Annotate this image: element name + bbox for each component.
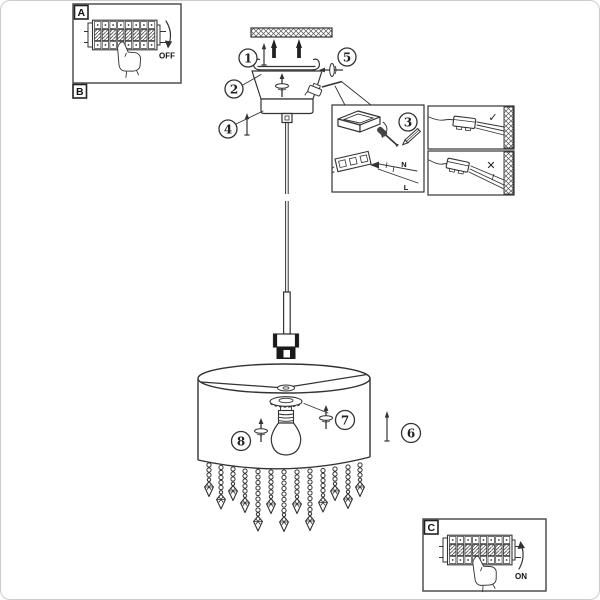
step-7-number: 7 (341, 413, 349, 427)
step-8-callout: 8 (230, 417, 269, 452)
crystal-chain (280, 470, 289, 532)
step-4-callout: 4 (218, 110, 264, 139)
label-c-text: C (428, 522, 436, 534)
bare-wire-tick (491, 173, 495, 181)
crystal-chain (344, 465, 353, 509)
crystal-chain (229, 467, 238, 501)
label-a-text: A (78, 7, 86, 19)
step-4-number: 4 (224, 122, 232, 136)
step-6-number: 6 (407, 426, 415, 440)
lamp-shade: 7 8 (197, 363, 371, 470)
screw-icon-8 (253, 417, 269, 443)
shade-hub-hole (282, 386, 290, 390)
ceiling-anchor-left (271, 39, 277, 58)
screw-icon-1 (260, 42, 268, 66)
no-tools-icon (377, 126, 422, 147)
suspension-wire (283, 122, 291, 335)
step-3-number: 3 (404, 115, 412, 129)
inset-c: C ON (422, 518, 547, 594)
crystal-chain (331, 467, 340, 501)
label-b-text: B (76, 86, 84, 98)
step-2-callout: 2 (224, 74, 262, 99)
shade-spokes (200, 373, 368, 392)
cross-mark: ✕ (486, 159, 495, 172)
terminal-cover (337, 110, 381, 133)
wire (476, 124, 505, 132)
off-arrow-head (164, 40, 173, 49)
wire (470, 165, 505, 181)
crystal-chain (356, 463, 365, 497)
leader-line (241, 74, 262, 86)
screw-icon-7 (318, 404, 334, 430)
wall-hatch (503, 151, 514, 195)
inset-a: A OFF (72, 3, 182, 84)
crystal-chain (293, 470, 302, 514)
crystal-chain (217, 465, 226, 509)
step-2-number: 2 (230, 82, 238, 96)
crystal-chain (306, 469, 315, 531)
off-label: OFF (159, 52, 175, 61)
wire (476, 121, 505, 128)
step-1-number: 1 (244, 51, 252, 65)
step-7-callout: 7 (303, 403, 356, 431)
ceiling (250, 27, 333, 38)
inset-b: B (72, 83, 88, 99)
detail-box-3: 3 N L (331, 104, 425, 193)
terminal-block (331, 150, 419, 184)
on-label: ON (515, 572, 527, 581)
crystal-chain (254, 469, 263, 531)
crystal-chain (205, 463, 214, 497)
label-b-badge (72, 83, 88, 99)
wire (468, 171, 505, 190)
wire-connector (304, 80, 343, 97)
shade-hub (277, 384, 295, 392)
wire-sleeve (283, 291, 291, 335)
crystal-drops (205, 463, 365, 532)
crystal-chain (241, 469, 250, 513)
shade-coupler (272, 333, 300, 359)
light-bulb (270, 409, 302, 456)
cord-grip-hole (284, 115, 290, 121)
on-arrow-head (517, 541, 525, 549)
wrong-box: ✕ (427, 150, 515, 196)
correct-box: ✓ (427, 105, 515, 150)
wire (469, 168, 505, 186)
canopy-base (260, 98, 314, 115)
ceiling-assembly: 1 2 4 5 (218, 27, 377, 139)
pencil-icon (401, 127, 422, 146)
ceiling-anchor-right (296, 39, 302, 58)
step-3-callout (398, 112, 418, 132)
wall-hatch (503, 106, 514, 149)
step-5-callout: 5 (318, 47, 357, 78)
label-c-badge (423, 519, 439, 535)
check-mark: ✓ (488, 111, 497, 124)
crystal-chain (319, 468, 328, 512)
screw-icon-4 (243, 112, 251, 136)
shade-bottom-rim (197, 456, 371, 470)
wire (475, 127, 505, 136)
supply-wire (428, 116, 455, 121)
socket-ring (269, 396, 303, 411)
screw-icon-5 (318, 62, 344, 78)
wire-n-label: N (401, 160, 406, 169)
screw-icon-6 (383, 410, 391, 442)
leader-line (303, 403, 329, 414)
step-8-number: 8 (237, 434, 245, 448)
step-1-callout: 1 (238, 42, 268, 68)
screwdriver-icon (377, 126, 399, 147)
leader-line (235, 110, 264, 125)
step-5-number: 5 (343, 50, 351, 64)
step-6-callout: 6 (383, 410, 422, 444)
label-a-badge (73, 4, 89, 20)
crystal-chain (267, 470, 276, 514)
wire-l-label: L (404, 183, 409, 192)
